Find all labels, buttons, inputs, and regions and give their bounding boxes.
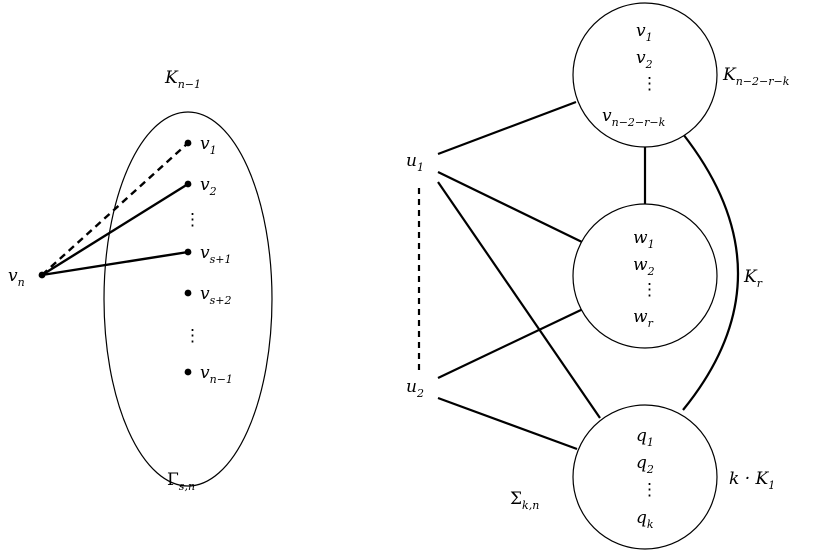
bot-circle (572, 404, 718, 550)
top-circle-side-label: Kn−2−r−k (722, 65, 790, 88)
vertex-vn-dot (38, 271, 46, 279)
vertex-u1-label: u1 (406, 151, 424, 174)
vertex-vs2-label: vs+2 (200, 284, 231, 307)
edge-vn-v2 (41, 182, 189, 277)
vertex-ellipsis-2: ⋮ (184, 326, 201, 346)
bot-circle-line-2: q2 (636, 453, 654, 476)
bot-circle-side-label: k · K1 (729, 469, 775, 492)
vertex-v1-dot (184, 139, 192, 147)
edge-u2-mid (437, 308, 584, 379)
vertex-vs1-label: vs+1 (200, 243, 231, 266)
k-n-minus-1-ellipse (103, 111, 273, 487)
mid-circle-line-1: w1 (633, 228, 655, 251)
right-graph: u1 u2 v1 v2 ⋮ vn−2−r−k Kn−2−r−k w1 w2 ⋮ … (406, 2, 790, 550)
edge-u1-bot (437, 181, 601, 419)
vertex-ellipsis-1: ⋮ (184, 210, 201, 230)
top-circle-line-4: vn−2−r−k (602, 106, 666, 129)
mid-circle-side-label: Kr (743, 267, 763, 290)
edge-vn-v1-dashed (41, 142, 189, 276)
edge-top-bot-arc (682, 133, 739, 411)
edge-u2-bot (437, 396, 578, 451)
vertex-v1-label: v1 (200, 134, 217, 157)
vertex-vn1-label: vn−1 (200, 363, 233, 386)
mid-circle-line-2: w2 (633, 255, 655, 278)
mid-circle-ellipsis: ⋮ (641, 280, 658, 300)
bot-circle-line-1: q1 (636, 426, 654, 449)
bot-circle-line-4: qk (636, 508, 654, 531)
vertex-vn-label: vn (8, 266, 25, 289)
vertex-u2-label: u2 (406, 377, 424, 400)
edge-u1-top (437, 100, 577, 156)
top-circle-line-2: v2 (636, 48, 653, 71)
vertex-v2-dot (184, 180, 192, 188)
gamma-s-n-label: Γs,n (167, 470, 195, 493)
mid-circle (572, 203, 718, 349)
left-graph: Kn−1 vn v1 v2 ⋮ vs+1 vs+2 ⋮ vn−1 Γs,n (8, 68, 273, 493)
vertex-vn1-dot (184, 368, 192, 376)
vertex-v2-label: v2 (200, 175, 217, 198)
mid-circle-line-4: wr (633, 307, 654, 330)
edge-u1-mid (437, 171, 583, 243)
k-n-minus-1-label: Kn−1 (164, 68, 201, 91)
bot-circle-ellipsis: ⋮ (641, 480, 658, 500)
vertex-vs1-dot (184, 248, 192, 256)
top-circle (572, 2, 718, 148)
top-circle-line-1: v1 (636, 21, 653, 44)
vertex-vs2-dot (184, 289, 192, 297)
sigma-k-n-label: Σk,n (510, 489, 539, 512)
edge-vn-vs1 (41, 250, 189, 277)
top-circle-ellipsis: ⋮ (641, 74, 658, 94)
